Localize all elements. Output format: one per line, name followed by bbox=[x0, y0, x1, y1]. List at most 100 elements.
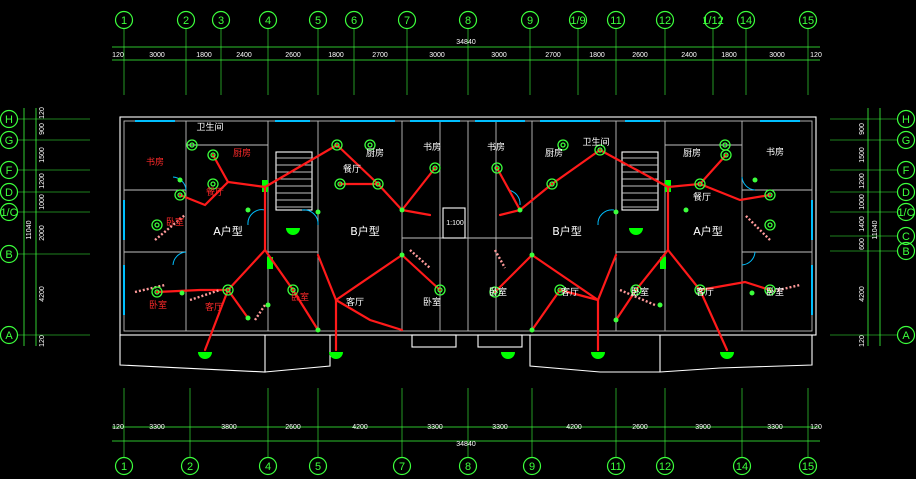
wire-1 bbox=[178, 180, 230, 207]
bottom-seg-text-7: 4200 bbox=[566, 424, 582, 431]
wire-3 bbox=[155, 248, 267, 294]
room-a-right-bedroom-2: 卧室 bbox=[631, 286, 649, 298]
top-axis-bubble-5: 5 bbox=[308, 10, 328, 30]
outer-wall bbox=[119, 116, 817, 336]
left-axis-bubble-4: D bbox=[0, 182, 19, 202]
top-seg-text-15: 120 bbox=[810, 52, 822, 59]
left-seg-text-1: 900 bbox=[39, 123, 46, 135]
bottom-axis-bubble-4-label: 5 bbox=[315, 461, 321, 473]
left-total-text: 11040 bbox=[26, 220, 33, 239]
left-axis-bubble-2-label: G bbox=[5, 135, 14, 147]
room-b-left-dining: 餐厅 bbox=[343, 163, 361, 175]
top-seg-text-14: 3000 bbox=[769, 52, 785, 59]
light-fixture-6 bbox=[287, 284, 299, 296]
top-axis-bubble-14: 14 bbox=[736, 10, 756, 30]
room-a-left-dining: 餐厅 bbox=[206, 186, 224, 198]
light-fixture-0 bbox=[207, 149, 219, 161]
left-axis-bubble-1: H bbox=[0, 109, 19, 129]
wire-29 bbox=[498, 208, 522, 217]
right-axis-bubble-3: F bbox=[896, 160, 916, 180]
right-axis-bubble-4-label: D bbox=[902, 187, 910, 199]
bottom-total-text: 34840 bbox=[456, 441, 476, 448]
left-seg-text-6: 4200 bbox=[39, 286, 46, 302]
top-seg-text-1: 3000 bbox=[149, 52, 165, 59]
right-axis-bubble-2: G bbox=[896, 130, 916, 150]
left-seg-text-5: 2000 bbox=[39, 225, 46, 241]
top-axis-bubble-7-label: 7 bbox=[404, 15, 410, 27]
room-b-left-living: 客厅 bbox=[346, 296, 364, 308]
top-seg-text-7: 3000 bbox=[429, 52, 445, 59]
light-fixture-15 bbox=[594, 144, 606, 156]
bottom-axis-bubble-7: 9 bbox=[522, 456, 542, 476]
top-seg-text-10: 1800 bbox=[589, 52, 605, 59]
right-axis-bubble-7: B bbox=[896, 241, 916, 261]
left-axis-bubble-2: G bbox=[0, 130, 19, 150]
top-axis-bubble-2: 2 bbox=[176, 10, 196, 30]
switch-13 bbox=[749, 290, 755, 296]
top-total-text: 34840 bbox=[456, 39, 476, 46]
wire-14 bbox=[400, 208, 432, 217]
stair-mid bbox=[442, 207, 466, 239]
bottom-axis-bubble-3: 4 bbox=[258, 456, 278, 476]
wire-24 bbox=[530, 288, 600, 332]
right-seg-text-0: 900 bbox=[859, 123, 866, 135]
top-axis-bubble-8: 8 bbox=[458, 10, 478, 30]
light-fixture-23 bbox=[554, 284, 566, 296]
top-axis-bubble-10-label: 1/9 bbox=[570, 15, 585, 27]
room-a-left-toilet: 卫生间 bbox=[196, 121, 223, 133]
wire-10 bbox=[263, 143, 339, 189]
wire-0 bbox=[211, 153, 267, 189]
left-seg-text-4: 1000 bbox=[39, 194, 46, 210]
room-a-right-bedroom: 卧室 bbox=[766, 286, 784, 298]
right-axis-bubble-1: H bbox=[896, 109, 916, 129]
light-fixture-8 bbox=[372, 178, 384, 190]
switch-15 bbox=[529, 327, 535, 333]
left-seg-text-7: 120 bbox=[39, 335, 46, 347]
light-fixture-19 bbox=[764, 219, 776, 231]
top-axis-bubble-5-label: 5 bbox=[315, 15, 321, 27]
light-fixture-7 bbox=[331, 139, 343, 151]
switch-2 bbox=[315, 209, 321, 215]
top-axis-bubble-6-label: 6 bbox=[351, 15, 357, 27]
top-seg-text-3: 2400 bbox=[236, 52, 252, 59]
bottom-axis-bubble-9-label: 12 bbox=[659, 461, 671, 473]
wire-4 bbox=[203, 288, 230, 352]
light-fixture-1 bbox=[174, 189, 186, 201]
left-seg-text-3: 1200 bbox=[39, 173, 46, 189]
right-axis-bubble-2-label: G bbox=[902, 135, 911, 147]
bottom-axis-bubble-2: 2 bbox=[180, 456, 200, 476]
bottom-axis-bubble-1: 1 bbox=[114, 456, 134, 476]
wire-19 bbox=[666, 248, 772, 292]
light-fixture-3 bbox=[151, 219, 163, 231]
bottom-axis-bubble-8: 11 bbox=[606, 456, 626, 476]
unit-b-right: B户型 bbox=[552, 224, 582, 238]
switch-5 bbox=[315, 327, 321, 333]
top-axis-bubble-13-label: 1/12 bbox=[702, 15, 723, 27]
right-axis-bubble-5: 1/C bbox=[896, 202, 916, 222]
right-seg-text-5: 600 bbox=[859, 238, 866, 250]
room-a-left-study: 书房 bbox=[146, 156, 164, 168]
room-mid-bedroom-left: 卧室 bbox=[423, 296, 441, 308]
bottom-seg-text-1: 3300 bbox=[149, 424, 165, 431]
left-axis-bubble-6-label: B bbox=[5, 249, 12, 261]
unit-a-left: A户型 bbox=[213, 224, 243, 238]
light-fixture-26 bbox=[186, 139, 198, 151]
light-fixture-13 bbox=[489, 286, 501, 298]
right-seg-text-4: 1400 bbox=[859, 216, 866, 232]
right-total-text: 11040 bbox=[872, 220, 879, 239]
left-axis-bubble-4-label: D bbox=[5, 187, 13, 199]
balcony-left-2 bbox=[264, 335, 331, 373]
distribution-box-3 bbox=[660, 257, 666, 269]
room-a-right-dining: 餐厅 bbox=[693, 191, 711, 203]
right-axis-bubble-7-label: B bbox=[902, 246, 909, 258]
switch-7 bbox=[179, 290, 185, 296]
top-axis-bubble-14-label: 14 bbox=[740, 15, 752, 27]
left-axis-bubble-5: 1/C bbox=[0, 202, 19, 222]
wire-dash-0 bbox=[154, 214, 186, 241]
room-b-right-kitchen: 厨房 bbox=[545, 147, 563, 159]
left-axis-bubble-3-label: F bbox=[6, 165, 13, 177]
wire-dash-2 bbox=[189, 288, 221, 302]
lamp-1 bbox=[286, 228, 300, 235]
